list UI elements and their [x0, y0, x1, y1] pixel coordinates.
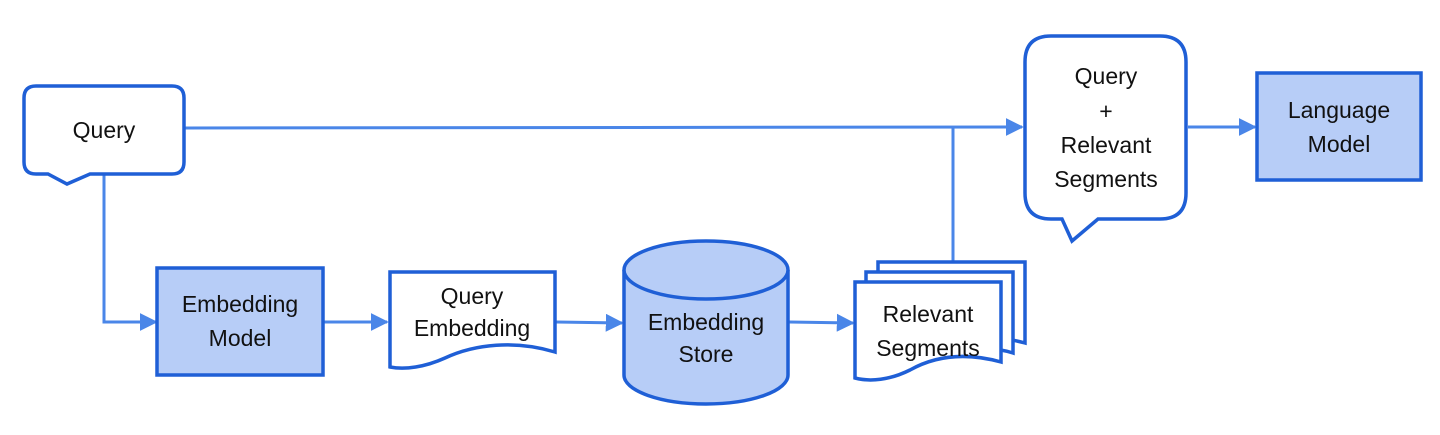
combined-label-3: Relevant: [1061, 132, 1152, 158]
query-embedding-label-2: Embedding: [414, 315, 530, 341]
segments-document-front: [853, 280, 1003, 382]
query-embedding-document-shape: [388, 270, 557, 370]
node-query: Query: [22, 84, 186, 186]
node-relevant-segments: Relevant Segments: [853, 260, 1027, 382]
combined-callout-shape: [1023, 34, 1188, 244]
connector-query-to-embedding-model: [102, 174, 158, 331]
language-model-label-2: Model: [1308, 131, 1371, 157]
connector-query-to-combined: [184, 118, 1024, 137]
language-model-label-1: Language: [1288, 97, 1390, 123]
embedding-store-label-2: Store: [679, 341, 734, 367]
node-query-embedding: Query Embedding: [388, 270, 557, 370]
embedding-model-box: [155, 266, 325, 377]
combined-label-2: +: [1099, 98, 1112, 124]
embedding-store-cylinder-top: [622, 239, 790, 301]
relevant-segments-label-2: Segments: [876, 335, 980, 361]
language-model-box: [1255, 71, 1423, 182]
embedding-model-label-1: Embedding: [182, 291, 298, 317]
node-query-plus-segments: Query + Relevant Segments: [1023, 34, 1188, 244]
combined-label-1: Query: [1075, 63, 1138, 89]
query-callout-shape: [22, 84, 186, 186]
combined-label-4: Segments: [1054, 166, 1158, 192]
node-embedding-store: Embedding Store: [622, 239, 790, 406]
query-label: Query: [73, 117, 136, 143]
connector-query-embedding-to-store: [555, 313, 624, 332]
connector-store-to-segments: [788, 313, 855, 332]
embedding-model-label-2: Model: [209, 325, 272, 351]
query-embedding-label-1: Query: [441, 283, 504, 309]
node-embedding-model: Embedding Model: [155, 266, 325, 377]
relevant-segments-label-1: Relevant: [883, 301, 974, 327]
embedding-store-label-1: Embedding: [648, 309, 764, 335]
embedding-store-cylinder-body: [622, 270, 790, 406]
node-language-model: Language Model: [1255, 71, 1423, 182]
connectors: [102, 118, 1257, 332]
